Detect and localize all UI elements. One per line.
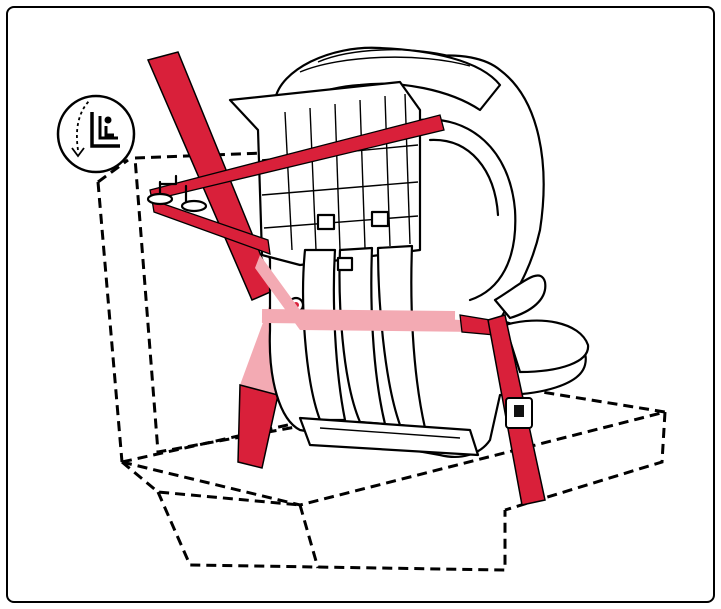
seat-recline-icon [56, 94, 136, 174]
lap-belt [149, 114, 496, 336]
anchor-points-icon [146, 174, 208, 213]
belt-buckle-icon [505, 397, 533, 429]
child-car-seat [228, 46, 590, 458]
